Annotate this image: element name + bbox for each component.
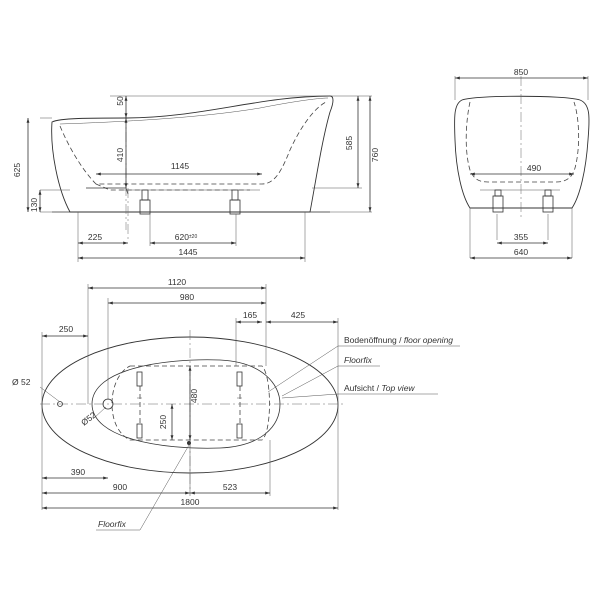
dim-620: 620±20 — [175, 232, 198, 242]
dim-585: 585 — [344, 136, 354, 150]
dim-130: 130 — [29, 198, 39, 212]
side-view-basin-dashed — [59, 101, 327, 185]
side-view-feet — [120, 189, 260, 215]
dim-1145: 1145 — [171, 161, 190, 171]
dim-900: 900 — [113, 482, 127, 492]
dim-760: 760 — [370, 148, 380, 162]
label-floorfix-left: Floorfix — [98, 519, 127, 529]
dim-523: 523 — [223, 482, 237, 492]
label-floorfix-right: Floorfix — [344, 355, 373, 365]
label-floor-opening: Bodenöffnung / floor opening — [344, 335, 453, 345]
dim-355: 355 — [514, 232, 528, 242]
dim-165: 165 — [243, 310, 257, 320]
front-view: 850 490 355 640 — [454, 67, 590, 260]
top-view-feet — [136, 371, 243, 439]
dim-850: 850 — [514, 67, 528, 77]
front-view-tub-outline — [454, 95, 590, 209]
dim-1120: 1120 — [168, 277, 187, 287]
dim-225: 225 — [88, 232, 102, 242]
dim-480: 480 — [189, 389, 199, 403]
top-view: 1120 980 165 425 250 Ø 52 Ø52 480 250 39… — [12, 277, 460, 531]
dim-390: 390 — [71, 467, 85, 477]
dim-980: 980 — [180, 292, 194, 302]
dim-1445: 1445 — [179, 247, 198, 257]
dim-490: 490 — [527, 163, 541, 173]
label-top-view: Aufsicht / Top view — [344, 383, 415, 393]
dim-250-vertical: 250 — [158, 415, 168, 429]
dim-diam-52: Ø 52 — [12, 377, 31, 387]
dim-250: 250 — [59, 324, 73, 334]
side-view-tub-outline — [51, 95, 334, 213]
dim-425: 425 — [291, 310, 305, 320]
side-view-inner-rim — [59, 97, 329, 125]
front-view-feet — [492, 189, 554, 213]
dim-1800: 1800 — [181, 497, 200, 507]
dim-50: 50 — [115, 96, 125, 106]
dim-625: 625 — [12, 163, 22, 177]
side-view: 625 130 50 410 585 760 1145 225 620±20 1… — [12, 95, 380, 262]
dim-410: 410 — [115, 148, 125, 162]
dim-640: 640 — [514, 247, 528, 257]
floor-opening-dashed — [111, 365, 270, 441]
